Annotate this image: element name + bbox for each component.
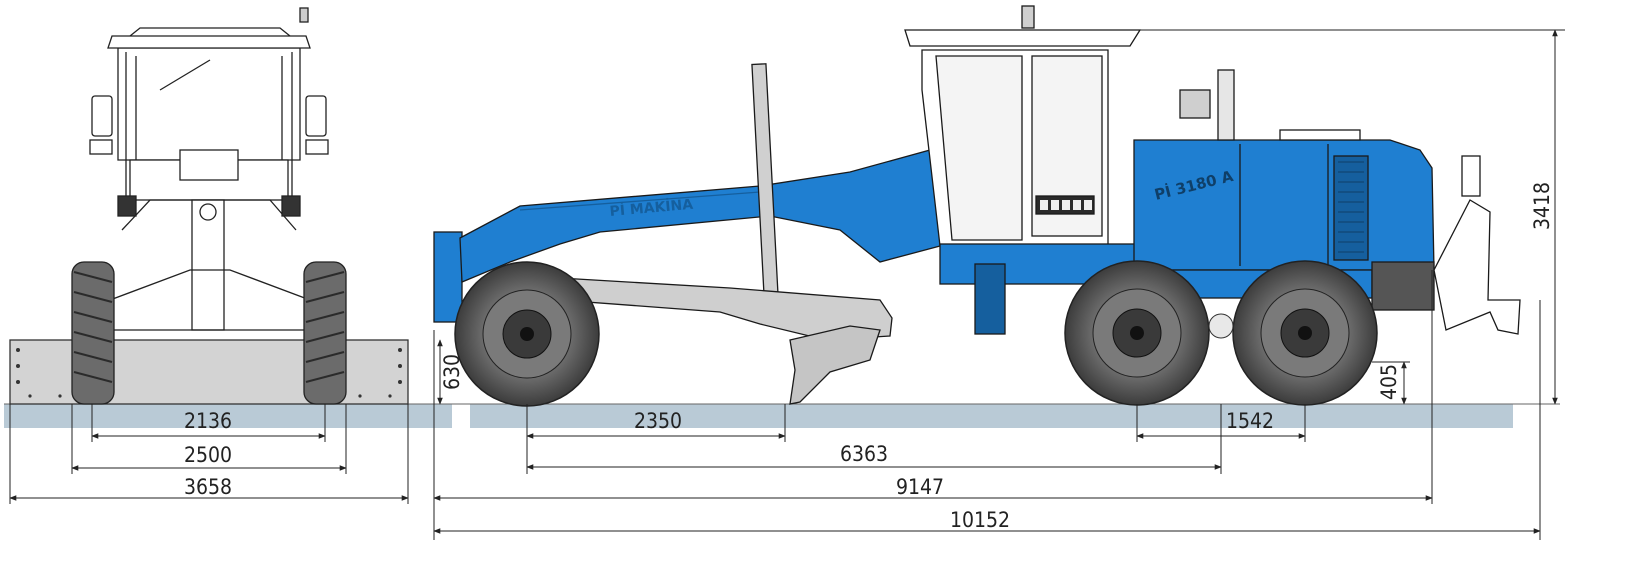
front-view bbox=[9, 7, 409, 405]
dim-front-track: 2136 bbox=[184, 409, 232, 433]
front-dimensions bbox=[9, 404, 409, 504]
side-ground-band bbox=[470, 404, 1513, 428]
front-blade bbox=[9, 339, 409, 405]
dim-ground-clearance: 405 bbox=[1377, 364, 1401, 400]
dim-front-blade-height: 630 bbox=[440, 354, 464, 390]
rear-wheel-2 bbox=[1232, 260, 1378, 406]
dim-length-to-ripper: 9147 bbox=[896, 475, 944, 499]
side-view: Pİ MAKİNA Pİ 3180 A bbox=[433, 5, 1521, 405]
engine-housing bbox=[1133, 139, 1435, 271]
dim-tandem-spacing: 1542 bbox=[1226, 409, 1274, 433]
cab bbox=[904, 5, 1142, 247]
front-ground-band bbox=[4, 404, 452, 428]
dim-overall-height: 3418 bbox=[1530, 182, 1554, 230]
front-push-plate bbox=[433, 231, 463, 323]
dim-overall-length: 10152 bbox=[950, 508, 1010, 532]
side-dimensions bbox=[433, 29, 1565, 540]
dim-blade-to-front-axle: 2350 bbox=[634, 409, 682, 433]
front-left-tire bbox=[71, 261, 115, 405]
dim-front-width: 2500 bbox=[184, 443, 232, 467]
dim-wheelbase: 6363 bbox=[840, 442, 888, 466]
front-wheel bbox=[454, 261, 600, 407]
ripper bbox=[1433, 199, 1521, 335]
blade bbox=[789, 325, 881, 405]
dim-front-blade-width: 3658 bbox=[184, 475, 232, 499]
main-frame bbox=[459, 149, 941, 283]
rear-wheel-1 bbox=[1064, 260, 1210, 406]
